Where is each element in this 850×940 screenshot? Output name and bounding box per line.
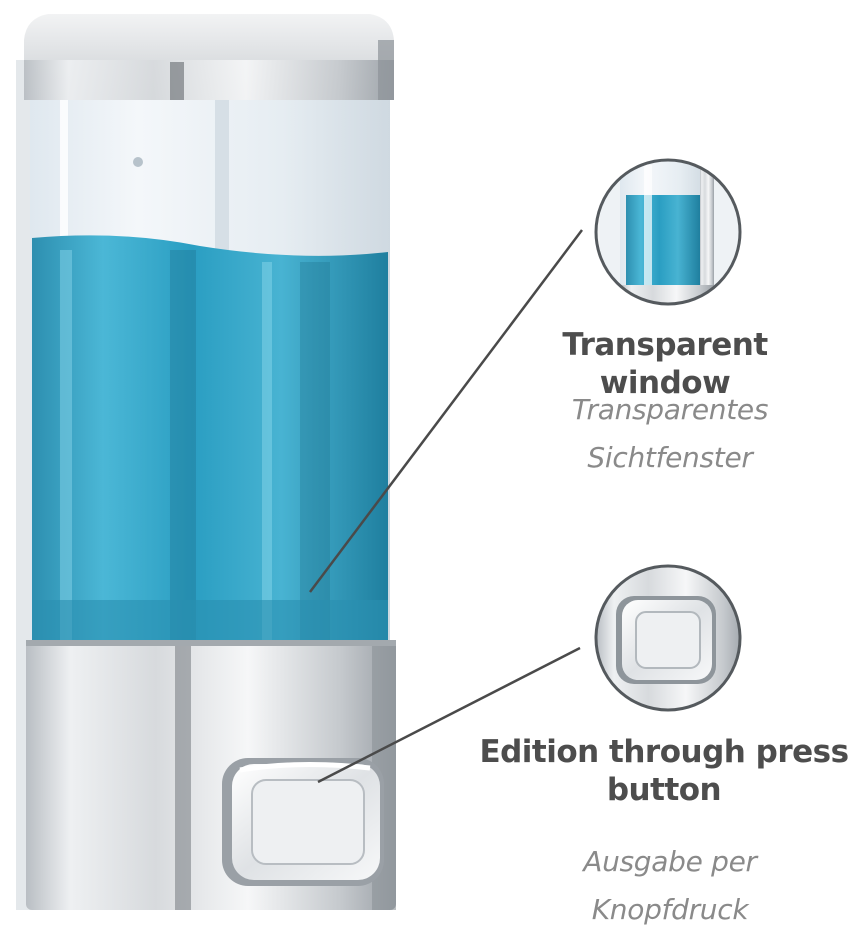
- window-zoom-circle: [594, 158, 742, 306]
- label-line: Ausgabe per: [583, 845, 757, 878]
- transparent-window-label: Transparent window: [562, 327, 768, 401]
- soap-dispenser: [16, 14, 396, 910]
- press-button-label: Edition through press button: [478, 733, 850, 809]
- button-leader-line: [317, 646, 581, 784]
- press-button: [222, 758, 384, 886]
- press-button-label-de: Ausgabe per Knopfdruck: [520, 838, 820, 934]
- label-line: Sichtfenster: [587, 441, 753, 474]
- label-line: Knopfdruck: [591, 893, 749, 926]
- label-line: Edition through press: [479, 734, 849, 770]
- window-leader-line: [309, 229, 583, 593]
- button-zoom-circle: [594, 564, 742, 712]
- label-line: button: [606, 772, 722, 808]
- dispenser-cap-front: [24, 60, 394, 100]
- soap-liquid: [32, 235, 388, 641]
- transparent-window-label-de: Transparentes Sichtfenster: [520, 386, 820, 482]
- label-line: Transparentes: [571, 393, 769, 426]
